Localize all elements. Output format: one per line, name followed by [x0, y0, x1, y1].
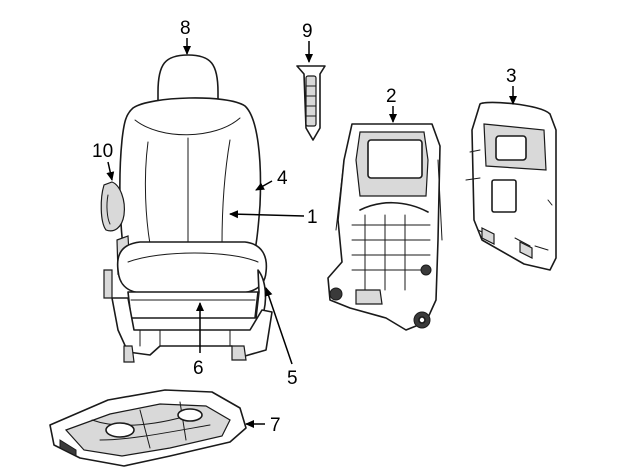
callout-5: 5: [287, 368, 298, 389]
front-trim: [127, 291, 259, 319]
callout-9: 9: [302, 21, 313, 42]
headrest: [157, 54, 219, 103]
callout-8: 8: [180, 18, 191, 39]
callout-2: 2: [386, 86, 397, 107]
callout-7: 7: [270, 415, 281, 436]
callout-4: 4: [277, 168, 288, 189]
callout-6: 6: [193, 358, 204, 379]
callout-labels: 8 9 2 3 4 1 10 5 6 7: [92, 18, 517, 436]
seat-cushion: [116, 241, 268, 294]
leader-lines: [106, 38, 517, 428]
callout-10: 10: [92, 141, 113, 162]
clip-part-9: [296, 65, 326, 141]
seat-back: [119, 97, 262, 263]
seat-back-frame: [327, 123, 443, 331]
seat-assembly: [100, 54, 273, 363]
callout-3: 3: [506, 66, 517, 87]
cushion-frame: [49, 389, 247, 467]
callout-1: 1: [307, 207, 318, 228]
back-panel: [465, 101, 557, 271]
side-bolster-10: [100, 181, 125, 232]
